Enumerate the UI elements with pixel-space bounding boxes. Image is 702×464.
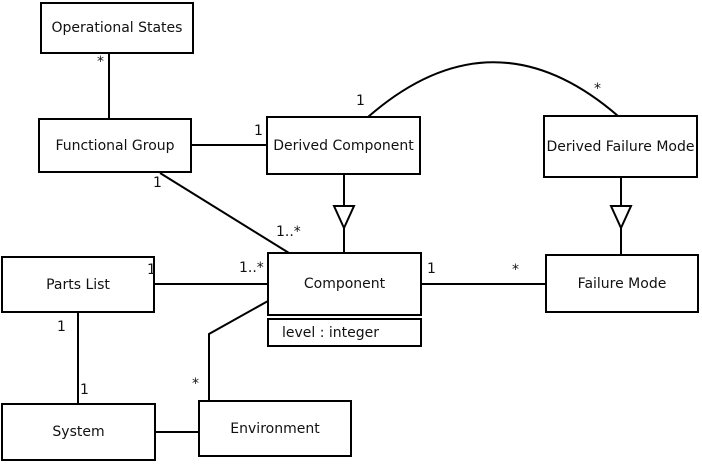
multiplicity-label-os-fg: *: [97, 54, 104, 70]
class-node-failure-mode[interactable]: Failure Mode: [545, 254, 699, 313]
class-node-environment[interactable]: Environment: [198, 400, 352, 457]
multiplicity-label-pl-comp-many: 1..*: [239, 260, 264, 276]
class-node-system[interactable]: System: [1, 403, 156, 461]
attribute-label: level : integer: [282, 324, 380, 341]
class-node-operational-states[interactable]: Operational States: [40, 2, 194, 54]
class-name-label: Parts List: [46, 276, 110, 293]
class-node-derived-failure-mode[interactable]: Derived Failure Mode: [543, 115, 698, 178]
class-name-label: Derived Failure Mode: [546, 138, 695, 155]
class-name-label: Failure Mode: [577, 275, 667, 292]
generalization-triangle-failure-mode-icon: [609, 205, 633, 231]
multiplicity-label-fg-comp-1: 1: [153, 175, 162, 191]
class-name-label: Component: [303, 276, 386, 292]
edge-component-environment: [208, 300, 269, 400]
multiplicity-label-dc-dfm-star: *: [594, 81, 601, 97]
class-node-derived-component[interactable]: Derived Component: [266, 116, 421, 175]
generalization-triangle-component-icon: [332, 205, 356, 231]
multiplicity-label-fg-comp-many: 1..*: [276, 224, 301, 240]
class-name-label: Environment: [230, 420, 320, 437]
class-node-functional-group[interactable]: Functional Group: [38, 118, 192, 173]
multiplicity-label-dc-dfm-1: 1: [356, 93, 365, 109]
edge-functional-group-component: [159, 172, 290, 254]
class-name-label: Derived Component: [273, 137, 414, 154]
multiplicity-label-pl-sys-top: 1: [57, 319, 66, 335]
class-name-label: System: [52, 424, 105, 440]
multiplicity-label-pl-comp-1: 1: [147, 262, 156, 278]
class-node-parts-list[interactable]: Parts List: [1, 256, 155, 313]
edge-derived-component-derived-failure-mode-arc: [367, 61, 619, 118]
class-node-component[interactable]: Component: [267, 252, 422, 316]
class-name-label: Operational States: [51, 20, 183, 36]
multiplicity-label-comp-env-star: *: [192, 376, 199, 392]
multiplicity-label-comp-fm-star: *: [512, 262, 519, 278]
multiplicity-label-fg-dc: 1: [254, 123, 263, 139]
multiplicity-label-pl-sys-bottom: 1: [80, 382, 89, 398]
multiplicity-label-comp-fm-1: 1: [427, 261, 436, 277]
class-attribute-compartment-component[interactable]: level : integer: [267, 318, 422, 347]
class-name-label: Functional Group: [55, 137, 175, 154]
